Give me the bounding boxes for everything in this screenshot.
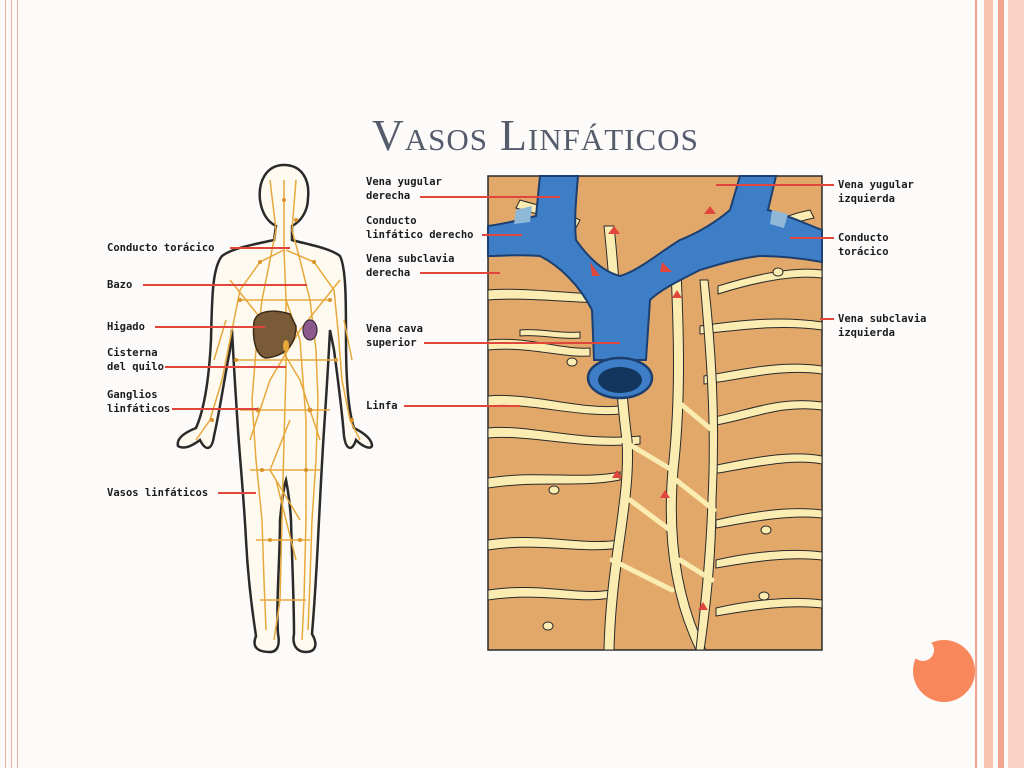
- label-vena-subclavia-derecha: Vena subclavia derecha: [366, 253, 455, 279]
- label-conducto-linfatico-derecho: Conducto linfático derecho: [366, 215, 474, 241]
- frame-line-left-inner: [11, 0, 12, 768]
- label-ganglios: Ganglios linfáticos: [107, 389, 171, 415]
- leader-ganglios: [172, 408, 258, 410]
- leader-bazo: [143, 284, 307, 286]
- label-vena-cava-superior: Vena cava superior: [366, 323, 423, 349]
- frame-line-left-outer: [5, 0, 6, 768]
- label-vena-yugular-izquierda: Vena yugular izquierda: [838, 179, 914, 205]
- leader-vena-subclavia-derecha: [420, 272, 500, 274]
- label-vena-subclavia-izquierda: Vena subclavia izquierda: [838, 313, 927, 339]
- leader-conducto-linfatico-derecho: [482, 234, 522, 236]
- frame-bar-right-2: [984, 0, 993, 768]
- leader-vena-yugular-derecha: [420, 196, 560, 198]
- leader-vena-cava-superior: [424, 342, 620, 344]
- label-conducto-toracico: Conducto torácico: [107, 242, 215, 254]
- body-figure: [176, 163, 374, 654]
- frame-bar-right-1: [975, 0, 977, 768]
- slide-title: Vasos Linfáticos: [372, 111, 699, 160]
- frame-bar-right-3: [998, 0, 1004, 768]
- label-higado: Higado: [107, 321, 145, 333]
- label-conducto-toracico-right: Conducto torácico: [838, 232, 889, 258]
- detail-panel: [487, 175, 823, 651]
- decorative-circle-notch: [912, 639, 934, 661]
- label-linfa: Linfa: [366, 400, 398, 412]
- leader-conducto-toracico-right: [790, 237, 834, 239]
- frame-line-left-third: [17, 0, 18, 768]
- frame-bar-right-4: [1008, 0, 1024, 768]
- leader-cisterna: [165, 366, 286, 368]
- leader-vasos: [218, 492, 256, 494]
- leader-higado: [155, 326, 265, 328]
- leader-conducto-toracico: [230, 247, 290, 249]
- label-vena-yugular-derecha: Vena yugular derecha: [366, 176, 442, 202]
- label-cisterna: Cisterna del quilo: [107, 347, 164, 373]
- label-vasos: Vasos linfáticos: [107, 487, 209, 499]
- leader-vena-yugular-izquierda: [716, 184, 834, 186]
- leader-linfa: [404, 405, 520, 407]
- leader-vena-subclavia-izquierda: [820, 318, 834, 320]
- label-bazo: Bazo: [107, 279, 133, 291]
